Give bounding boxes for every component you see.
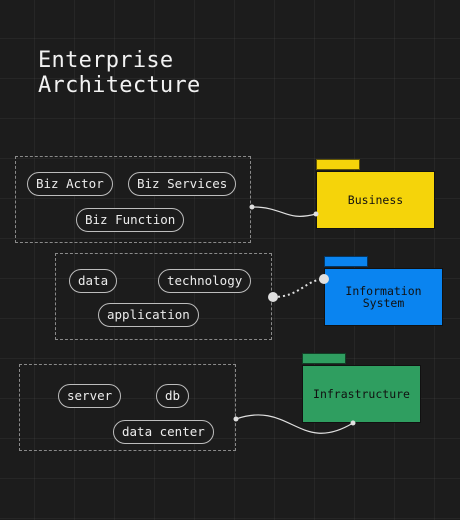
pill-biz-function[interactable]: Biz Function (76, 208, 185, 232)
pill-application[interactable]: application (98, 303, 199, 327)
pill-biz-actor[interactable]: Biz Actor (27, 172, 113, 196)
connector-information-system-end (319, 274, 329, 284)
folder-tab-information-system (324, 256, 368, 267)
connector-business-start (249, 204, 255, 210)
connector-infrastructure-start (233, 416, 239, 422)
folder-infrastructure[interactable]: Infrastructure (302, 365, 421, 423)
group-business (15, 156, 251, 243)
pill-server[interactable]: server (58, 384, 122, 408)
connector-infrastructure (235, 414, 354, 434)
group-infrastructure (19, 364, 236, 451)
folder-business[interactable]: Business (316, 171, 435, 229)
connector-business-end (313, 211, 319, 217)
diagram-title: Enterprise Architecture (38, 48, 201, 98)
pill-technology[interactable]: technology (158, 269, 252, 293)
connector-information-system-start (268, 292, 278, 302)
pill-data-center[interactable]: data center (113, 420, 214, 444)
pill-biz-services[interactable]: Biz Services (128, 172, 237, 196)
folder-tab-business (316, 159, 360, 170)
folder-information-system[interactable]: Information System (324, 268, 443, 326)
folder-tab-infrastructure (302, 353, 346, 364)
pill-db[interactable]: db (156, 384, 190, 408)
connector-infrastructure-end (350, 420, 356, 426)
connector-information-system (272, 278, 325, 298)
pill-data[interactable]: data (69, 269, 118, 293)
connector-business (251, 206, 317, 217)
